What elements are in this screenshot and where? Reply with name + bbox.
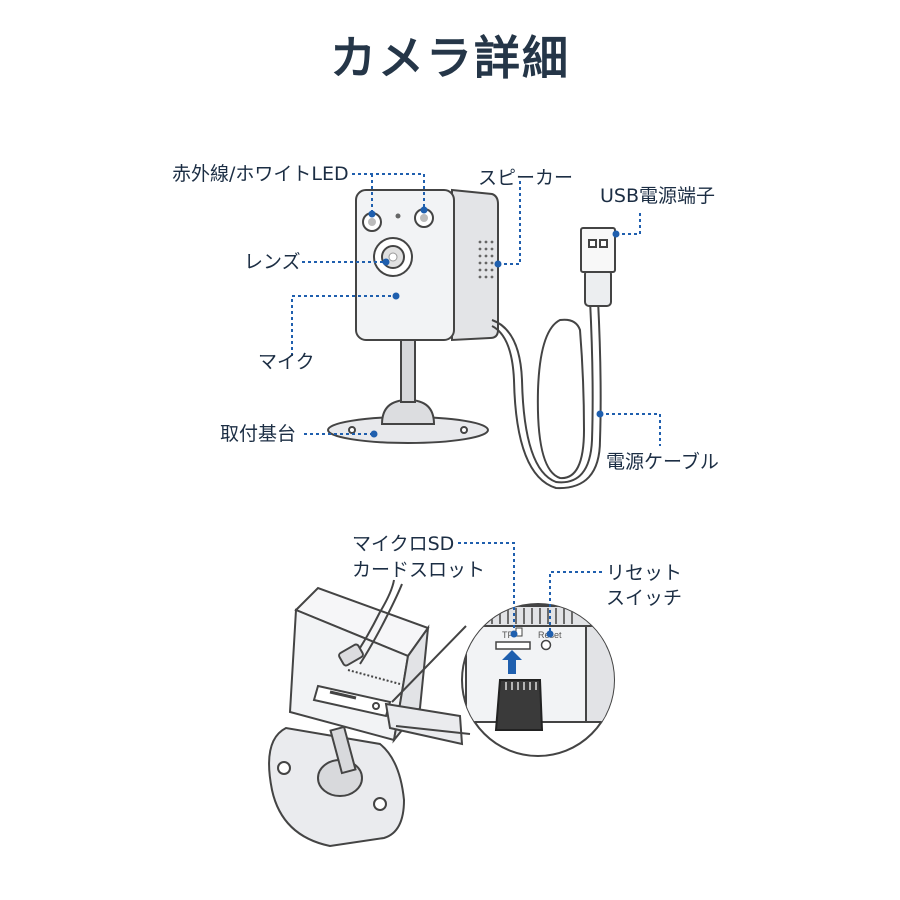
speaker-grille (478, 240, 494, 279)
insert-arrow-icon (502, 650, 522, 674)
power-cable-label: 電源ケーブル (606, 451, 719, 473)
microsd-card (494, 679, 544, 731)
camera-angled-illustration (268, 579, 464, 848)
reset-switch-label-line2: スイッチ (606, 587, 683, 609)
page-title: カメラ詳細 (330, 31, 570, 85)
reset-switch-label-line1: リセット (606, 562, 683, 584)
usb-port-label: USB電源端子 (600, 185, 716, 207)
top-leader-dots (368, 206, 620, 438)
usb-plug-connector (580, 227, 616, 273)
microsd-slot-label-line2: カードスロット (352, 559, 486, 581)
mount-dome (380, 398, 436, 425)
top-leader-lines (291, 173, 661, 446)
usb-plug-boot (584, 269, 612, 307)
mount-label: 取付基台 (220, 423, 297, 445)
mic-label: マイク (258, 351, 315, 373)
microsd-slot-label-line1: マイクロSD (352, 533, 455, 555)
camera-side (451, 188, 499, 342)
bottom-leader-lines (458, 542, 602, 632)
mount-stem (400, 339, 416, 403)
speaker-label: スピーカー (478, 167, 574, 189)
ir-led-label: 赤外線/ホワイトLED (172, 163, 349, 185)
tf-slot (495, 641, 531, 650)
panel-tf-label: TF (502, 630, 513, 640)
lens-label: レンズ (244, 251, 301, 273)
camera-front-illustration (327, 188, 616, 490)
power-cable (491, 299, 602, 490)
zoom-inset: TF Reset (461, 603, 615, 757)
reset-button (540, 639, 552, 651)
slot-cover-flap (384, 702, 464, 746)
